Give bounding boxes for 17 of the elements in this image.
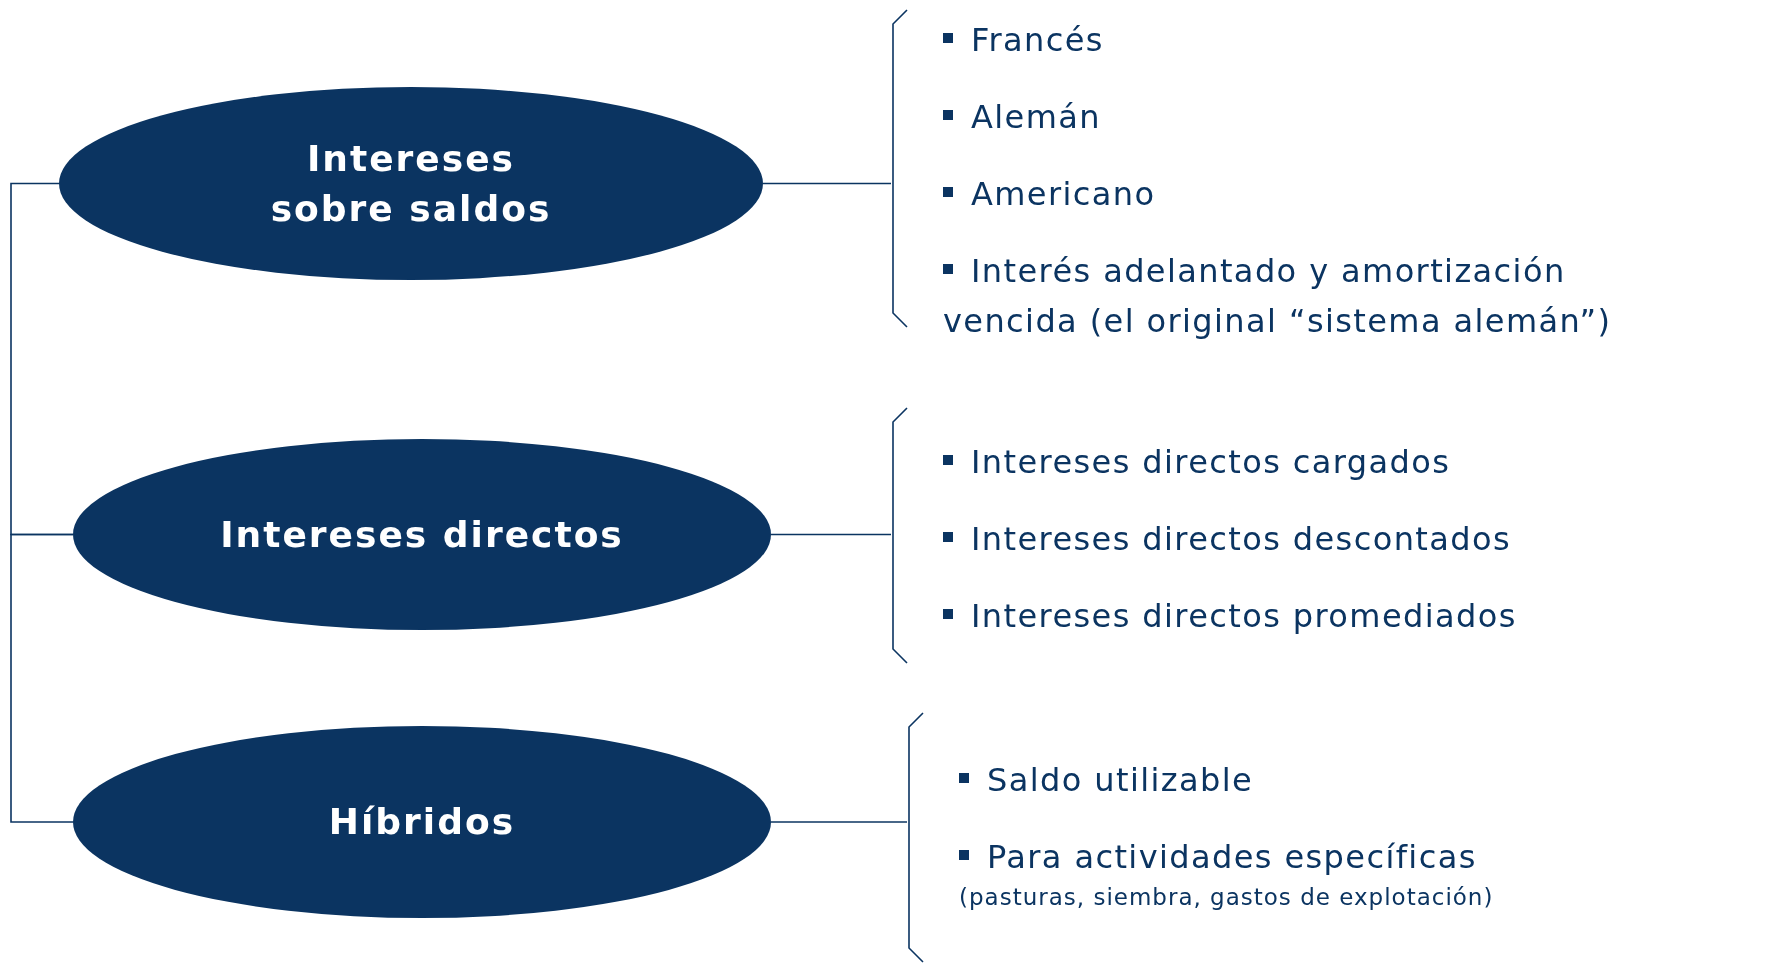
bullet-item: Francés	[943, 15, 1675, 65]
category-label: Intereses directos	[220, 512, 624, 557]
bullet-item: Interés adelantado y amortización vencida (el original “sistema alemán”)	[943, 246, 1675, 346]
bullet-item: Para actividades específicas	[959, 832, 1767, 882]
connector-line	[762, 182, 892, 185]
bullet-item: Saldo utilizable	[959, 755, 1767, 805]
bullet-item: Intereses directos descontados	[943, 514, 1767, 564]
connector-line	[10, 533, 74, 823]
connector-line	[770, 821, 908, 823]
category-label: Híbridos	[328, 800, 516, 844]
category-label: Intereses sobre saldos	[269, 136, 553, 231]
bullet-item: Intereses directos cargados	[943, 437, 1767, 487]
bullet-item: Americano	[943, 169, 1675, 219]
bullet-item: Intereses directos promediados	[943, 591, 1767, 641]
note-text: (pasturas, siembra, gastos de explotación)	[959, 883, 1495, 912]
bullet-item: Alemán	[943, 92, 1675, 142]
connector-line	[770, 533, 892, 536]
